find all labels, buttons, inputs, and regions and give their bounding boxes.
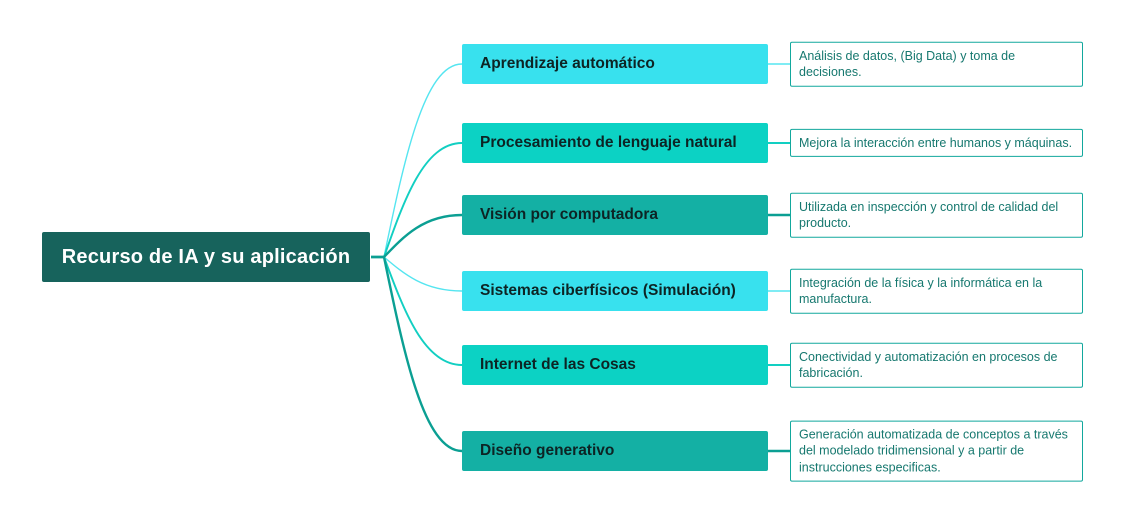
description-box: Utilizada en inspección y control de cal… [790, 192, 1083, 238]
description-box: Análisis de datos, (Big Data) y toma de … [790, 41, 1083, 87]
topic-node[interactable]: Procesamiento de lenguaje natural [462, 123, 768, 163]
description-box: Mejora la interacción entre humanos y má… [790, 128, 1083, 158]
branch-connector [371, 63, 463, 258]
topic-label: Visión por computadora [480, 206, 658, 223]
branch-connector [371, 213, 463, 259]
description-box: Generación automatizada de conceptos a t… [790, 420, 1083, 482]
description-text: Mejora la interacción entre humanos y má… [799, 135, 1073, 150]
description-box: Conectividad y automatización en proceso… [790, 342, 1083, 388]
topic-node[interactable]: Sistemas ciberfísicos (Simulación) [462, 271, 768, 311]
branch-connector [371, 255, 463, 453]
branch-connector [371, 256, 463, 366]
topic-label: Procesamiento de lenguaje natural [480, 134, 737, 151]
description-text: Utilizada en inspección y control de cal… [799, 199, 1059, 230]
topic-node[interactable]: Diseño generativo [462, 431, 768, 471]
description-box: Integración de la física y la informátic… [790, 268, 1083, 314]
branch-connector [371, 142, 463, 258]
topic-label: Internet de las Cosas [480, 356, 636, 373]
description-text: Análisis de datos, (Big Data) y toma de … [799, 48, 1016, 79]
topic-node[interactable]: Visión por computadora [462, 195, 768, 235]
description-text: Conectividad y automatización en proceso… [799, 349, 1058, 380]
root-label: Recurso de IA y su aplicación [61, 245, 351, 268]
topic-node[interactable]: Internet de las Cosas [462, 345, 768, 385]
root-node[interactable]: Recurso de IA y su aplicación [42, 232, 370, 282]
topic-label: Diseño generativo [480, 442, 615, 459]
branch-connector [371, 256, 463, 292]
topic-label: Aprendizaje automático [480, 55, 655, 72]
topic-node[interactable]: Aprendizaje automático [462, 44, 768, 84]
description-text: Integración de la física y la informátic… [799, 275, 1043, 306]
topic-label: Sistemas ciberfísicos (Simulación) [480, 282, 736, 299]
description-text: Generación automatizada de conceptos a t… [799, 427, 1068, 475]
